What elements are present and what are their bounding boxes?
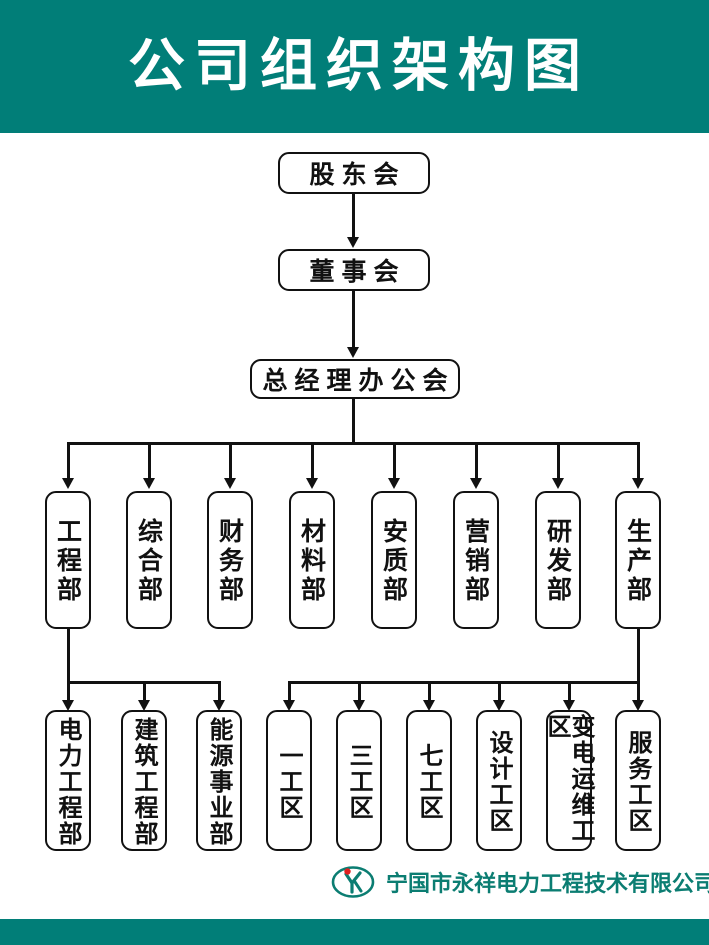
node-dept-rnd[interactable]: 研发部 — [535, 491, 581, 629]
node-dept-marketing[interactable]: 营销部 — [453, 491, 499, 629]
arrow-dept-4-icon — [306, 478, 318, 489]
edge-gm-dept-2 — [148, 442, 151, 480]
node-zone-1[interactable]: 一工区 — [266, 710, 312, 851]
node-sub-construction-engineering[interactable]: 建筑工程部 — [121, 710, 167, 851]
arrow-dept-3-icon — [224, 478, 236, 489]
edge-gm-bus-stem — [352, 399, 355, 444]
edge-eng-sub-3 — [218, 681, 221, 703]
edge-prod-zone-3 — [428, 681, 431, 703]
edge-shareholders-board — [352, 194, 355, 239]
arrow-board-gm-icon — [347, 347, 359, 358]
node-dept-engineering[interactable]: 工程部 — [45, 491, 91, 629]
arrow-dept-2-icon — [143, 478, 155, 489]
edge-gm-dept-8 — [637, 442, 640, 480]
node-gm-office[interactable]: 总经理办公会 — [250, 359, 460, 399]
arrow-zone-5-icon — [563, 700, 575, 711]
arrow-zone-2-icon — [353, 700, 365, 711]
node-dept-materials[interactable]: 材料部 — [289, 491, 335, 629]
node-board[interactable]: 董事会 — [278, 249, 430, 291]
edge-eng-sub-2 — [143, 681, 146, 703]
node-dept-finance[interactable]: 财务部 — [207, 491, 253, 629]
node-sub-power-engineering[interactable]: 电力工程部 — [45, 710, 91, 851]
edge-gm-dept-4 — [311, 442, 314, 480]
page-title: 公司组织架构图 — [128, 33, 590, 99]
node-zone-design[interactable]: 设计工区 — [476, 710, 522, 851]
arrow-shareholders-board-icon — [347, 237, 359, 248]
arrow-sub-2-icon — [138, 700, 150, 711]
edge-board-gm — [352, 291, 355, 349]
edge-gm-dept-5 — [393, 442, 396, 480]
edge-prod-zone-1 — [288, 681, 291, 703]
arrow-dept-1-icon — [62, 478, 74, 489]
edge-gm-dept-1 — [67, 442, 70, 480]
edge-prod-zone-4 — [498, 681, 501, 703]
node-shareholders[interactable]: 股东会 — [278, 152, 430, 194]
node-zone-service[interactable]: 服务工区 — [615, 710, 661, 851]
edge-prod-zone-5 — [568, 681, 571, 703]
node-sub-energy-division[interactable]: 能源事业部 — [196, 710, 242, 851]
edge-gm-bus-horizontal — [67, 442, 639, 445]
arrow-dept-7-icon — [552, 478, 564, 489]
node-zone-7[interactable]: 七工区 — [406, 710, 452, 851]
company-name: 宁国市永祥电力工程技术有限公司 — [386, 872, 709, 897]
arrow-zone-3-icon — [423, 700, 435, 711]
arrow-zone-6-icon — [632, 700, 644, 711]
arrow-dept-8-icon — [632, 478, 644, 489]
yongxiang-logo-icon — [331, 866, 375, 898]
edge-prod-zone-6 — [637, 681, 640, 703]
footer-bar — [0, 919, 709, 945]
edge-gm-dept-7 — [557, 442, 560, 480]
arrow-zone-1-icon — [283, 700, 295, 711]
edge-eng-sub-1 — [67, 681, 70, 703]
edge-production-bus-horizontal — [288, 681, 640, 684]
edge-production-bus-stem — [637, 629, 640, 683]
arrow-sub-1-icon — [62, 700, 74, 711]
node-zone-substation-om[interactable]: 变电运维工区 — [543, 710, 595, 851]
edge-prod-zone-2 — [358, 681, 361, 703]
node-dept-general-affairs[interactable]: 综合部 — [126, 491, 172, 629]
node-zone-3[interactable]: 三工区 — [336, 710, 382, 851]
node-dept-production[interactable]: 生产部 — [615, 491, 661, 629]
arrow-zone-4-icon — [493, 700, 505, 711]
arrow-sub-3-icon — [213, 700, 225, 711]
header-banner — [0, 0, 709, 133]
edge-engineering-bus-stem — [67, 629, 70, 683]
arrow-dept-6-icon — [470, 478, 482, 489]
company-footer: 宁国市永祥电力工程技术有限公司 — [330, 860, 709, 904]
edge-gm-dept-3 — [229, 442, 232, 480]
node-dept-safety-quality[interactable]: 安质部 — [371, 491, 417, 629]
edge-gm-dept-6 — [475, 442, 478, 480]
arrow-dept-5-icon — [388, 478, 400, 489]
